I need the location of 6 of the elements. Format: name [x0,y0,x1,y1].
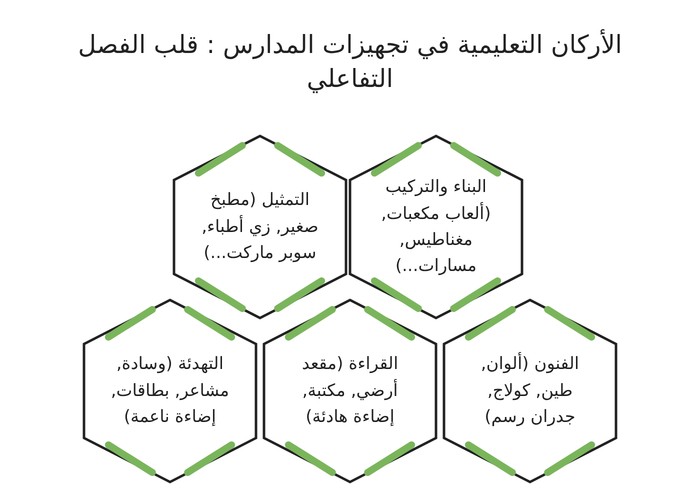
node-label: البناء والتركيب (ألعاب مكعبات, مغناطيس, مسارات...) [380,176,492,278]
node-label: الفنون (ألوان, طين, كولاج, جدران رسم) [480,351,580,430]
node-label: القراءة (مقعد أرضي, مكتبة, إضاءة هادئة) [300,353,400,430]
title: الأركان التعليمية في تجهيزات المدارس : قلب الفصل التفاعلي [76,28,624,96]
node-label: التمثيل (مطبخ صغير, زي أطباء, سوبر ماركت...) [200,189,320,266]
node-label: التهدئة (وسادة, مشاعر, بطاقات, إضاءة ناعمة) [110,353,230,430]
